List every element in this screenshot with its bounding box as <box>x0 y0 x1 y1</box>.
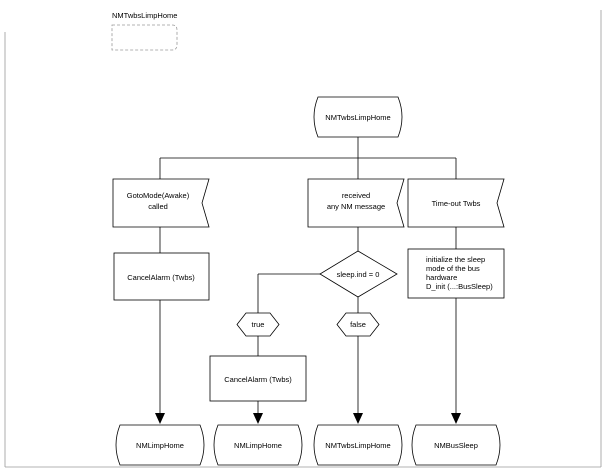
input-goto-mode-awake[interactable]: GotoMode(Awake) called <box>112 178 210 228</box>
diagram-title: NMTwbsLimpHome <box>112 11 177 20</box>
end-state-limp-home-1[interactable]: NMLimpHome <box>115 424 205 466</box>
input-received-line2: any NM message <box>327 202 385 211</box>
task-cancel-alarm-mid[interactable]: CancelAlarm (Twbs) <box>209 355 307 402</box>
task-init-sleep-line1: initialize the sleep <box>426 255 485 264</box>
input-timeout-twbs[interactable]: Time-out Twbs <box>407 178 505 228</box>
end-state-bus-sleep-label: NMBusSleep <box>434 441 478 450</box>
arrow-head-3 <box>353 413 363 424</box>
arrow-head-1 <box>155 413 165 424</box>
diagram-title-placeholder <box>111 24 178 51</box>
end-state-bus-sleep[interactable]: NMBusSleep <box>411 424 501 466</box>
task-init-sleep-line3: hardware <box>426 273 457 282</box>
task-init-sleep-line4: D_init (...:BusSleep) <box>426 282 493 291</box>
input-goto-mode-line1: GotoMode(Awake) <box>127 191 190 200</box>
task-cancel-alarm-mid-label: CancelAlarm (Twbs) <box>224 375 292 384</box>
end-state-limp-home-2[interactable]: NMLimpHome <box>213 424 303 466</box>
start-state-label: NMTwbsLimpHome <box>325 113 390 122</box>
arrow-head-4 <box>451 413 461 424</box>
task-init-sleep-mode[interactable]: initialize the sleep mode of the bus har… <box>407 248 505 299</box>
decision-sleep-ind[interactable]: sleep.ind = 0 <box>319 250 398 298</box>
answer-false[interactable]: false <box>336 312 380 337</box>
end-state-limp-home-2-label: NMLimpHome <box>234 441 282 450</box>
answer-true[interactable]: true <box>236 312 280 337</box>
input-received-line1: received <box>342 191 370 200</box>
input-timeout-label: Time-out Twbs <box>432 199 481 208</box>
arrow-head-2 <box>253 413 263 424</box>
decision-question: sleep.ind = 0 <box>337 270 380 279</box>
input-goto-mode-line2: called <box>148 202 168 211</box>
start-state[interactable]: NMTwbsLimpHome <box>313 96 403 138</box>
task-init-sleep-line2: mode of the bus <box>426 264 480 273</box>
answer-false-label: false <box>350 320 366 329</box>
task-cancel-alarm-left-label: CancelAlarm (Twbs) <box>127 273 195 282</box>
task-cancel-alarm-left[interactable]: CancelAlarm (Twbs) <box>113 252 210 301</box>
input-received-nm-message[interactable]: received any NM message <box>307 178 405 228</box>
connectors <box>159 137 457 416</box>
end-state-twbs-limp-home-label: NMTwbsLimpHome <box>325 441 390 450</box>
end-state-twbs-limp-home[interactable]: NMTwbsLimpHome <box>313 424 403 466</box>
answer-true-label: true <box>252 320 265 329</box>
end-state-limp-home-1-label: NMLimpHome <box>136 441 184 450</box>
